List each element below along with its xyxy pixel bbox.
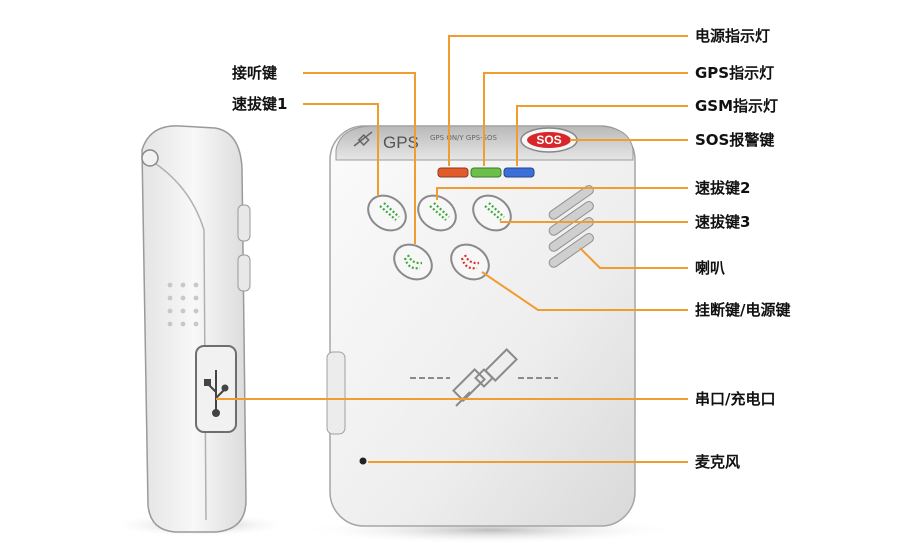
label-gps-indicator: GPS指示灯 (695, 64, 774, 82)
label-hangup-power-key: 挂断键/电源键 (695, 301, 790, 319)
label-power-indicator: 电源指示灯 (695, 27, 770, 45)
gps-led (471, 168, 501, 177)
label-gsm-indicator: GSM指示灯 (695, 97, 778, 115)
power-led (438, 168, 468, 177)
device-side-view (110, 126, 290, 537)
microphone-hole (360, 458, 367, 465)
label-speed-dial-3: 速拔键3 (695, 213, 750, 231)
label-speed-dial-2: 速拔键2 (695, 179, 750, 197)
sos-button[interactable]: SOS (521, 128, 577, 152)
brand-text: GPS (383, 133, 419, 152)
label-answer-key: 接听键 (232, 64, 277, 82)
label-microphone: 麦克风 (695, 453, 740, 471)
label-serial-charge-port: 串口/充电口 (695, 390, 775, 408)
label-speaker: 喇叭 (695, 259, 725, 277)
label-speed-dial-1: 速拔键1 (232, 95, 287, 113)
label-sos-key: SOS报警键 (695, 131, 774, 149)
indicator-caption: GPS ON/Y GPS-SOS (430, 134, 497, 142)
sos-button-label: SOS (536, 133, 561, 147)
gsm-led (504, 168, 534, 177)
